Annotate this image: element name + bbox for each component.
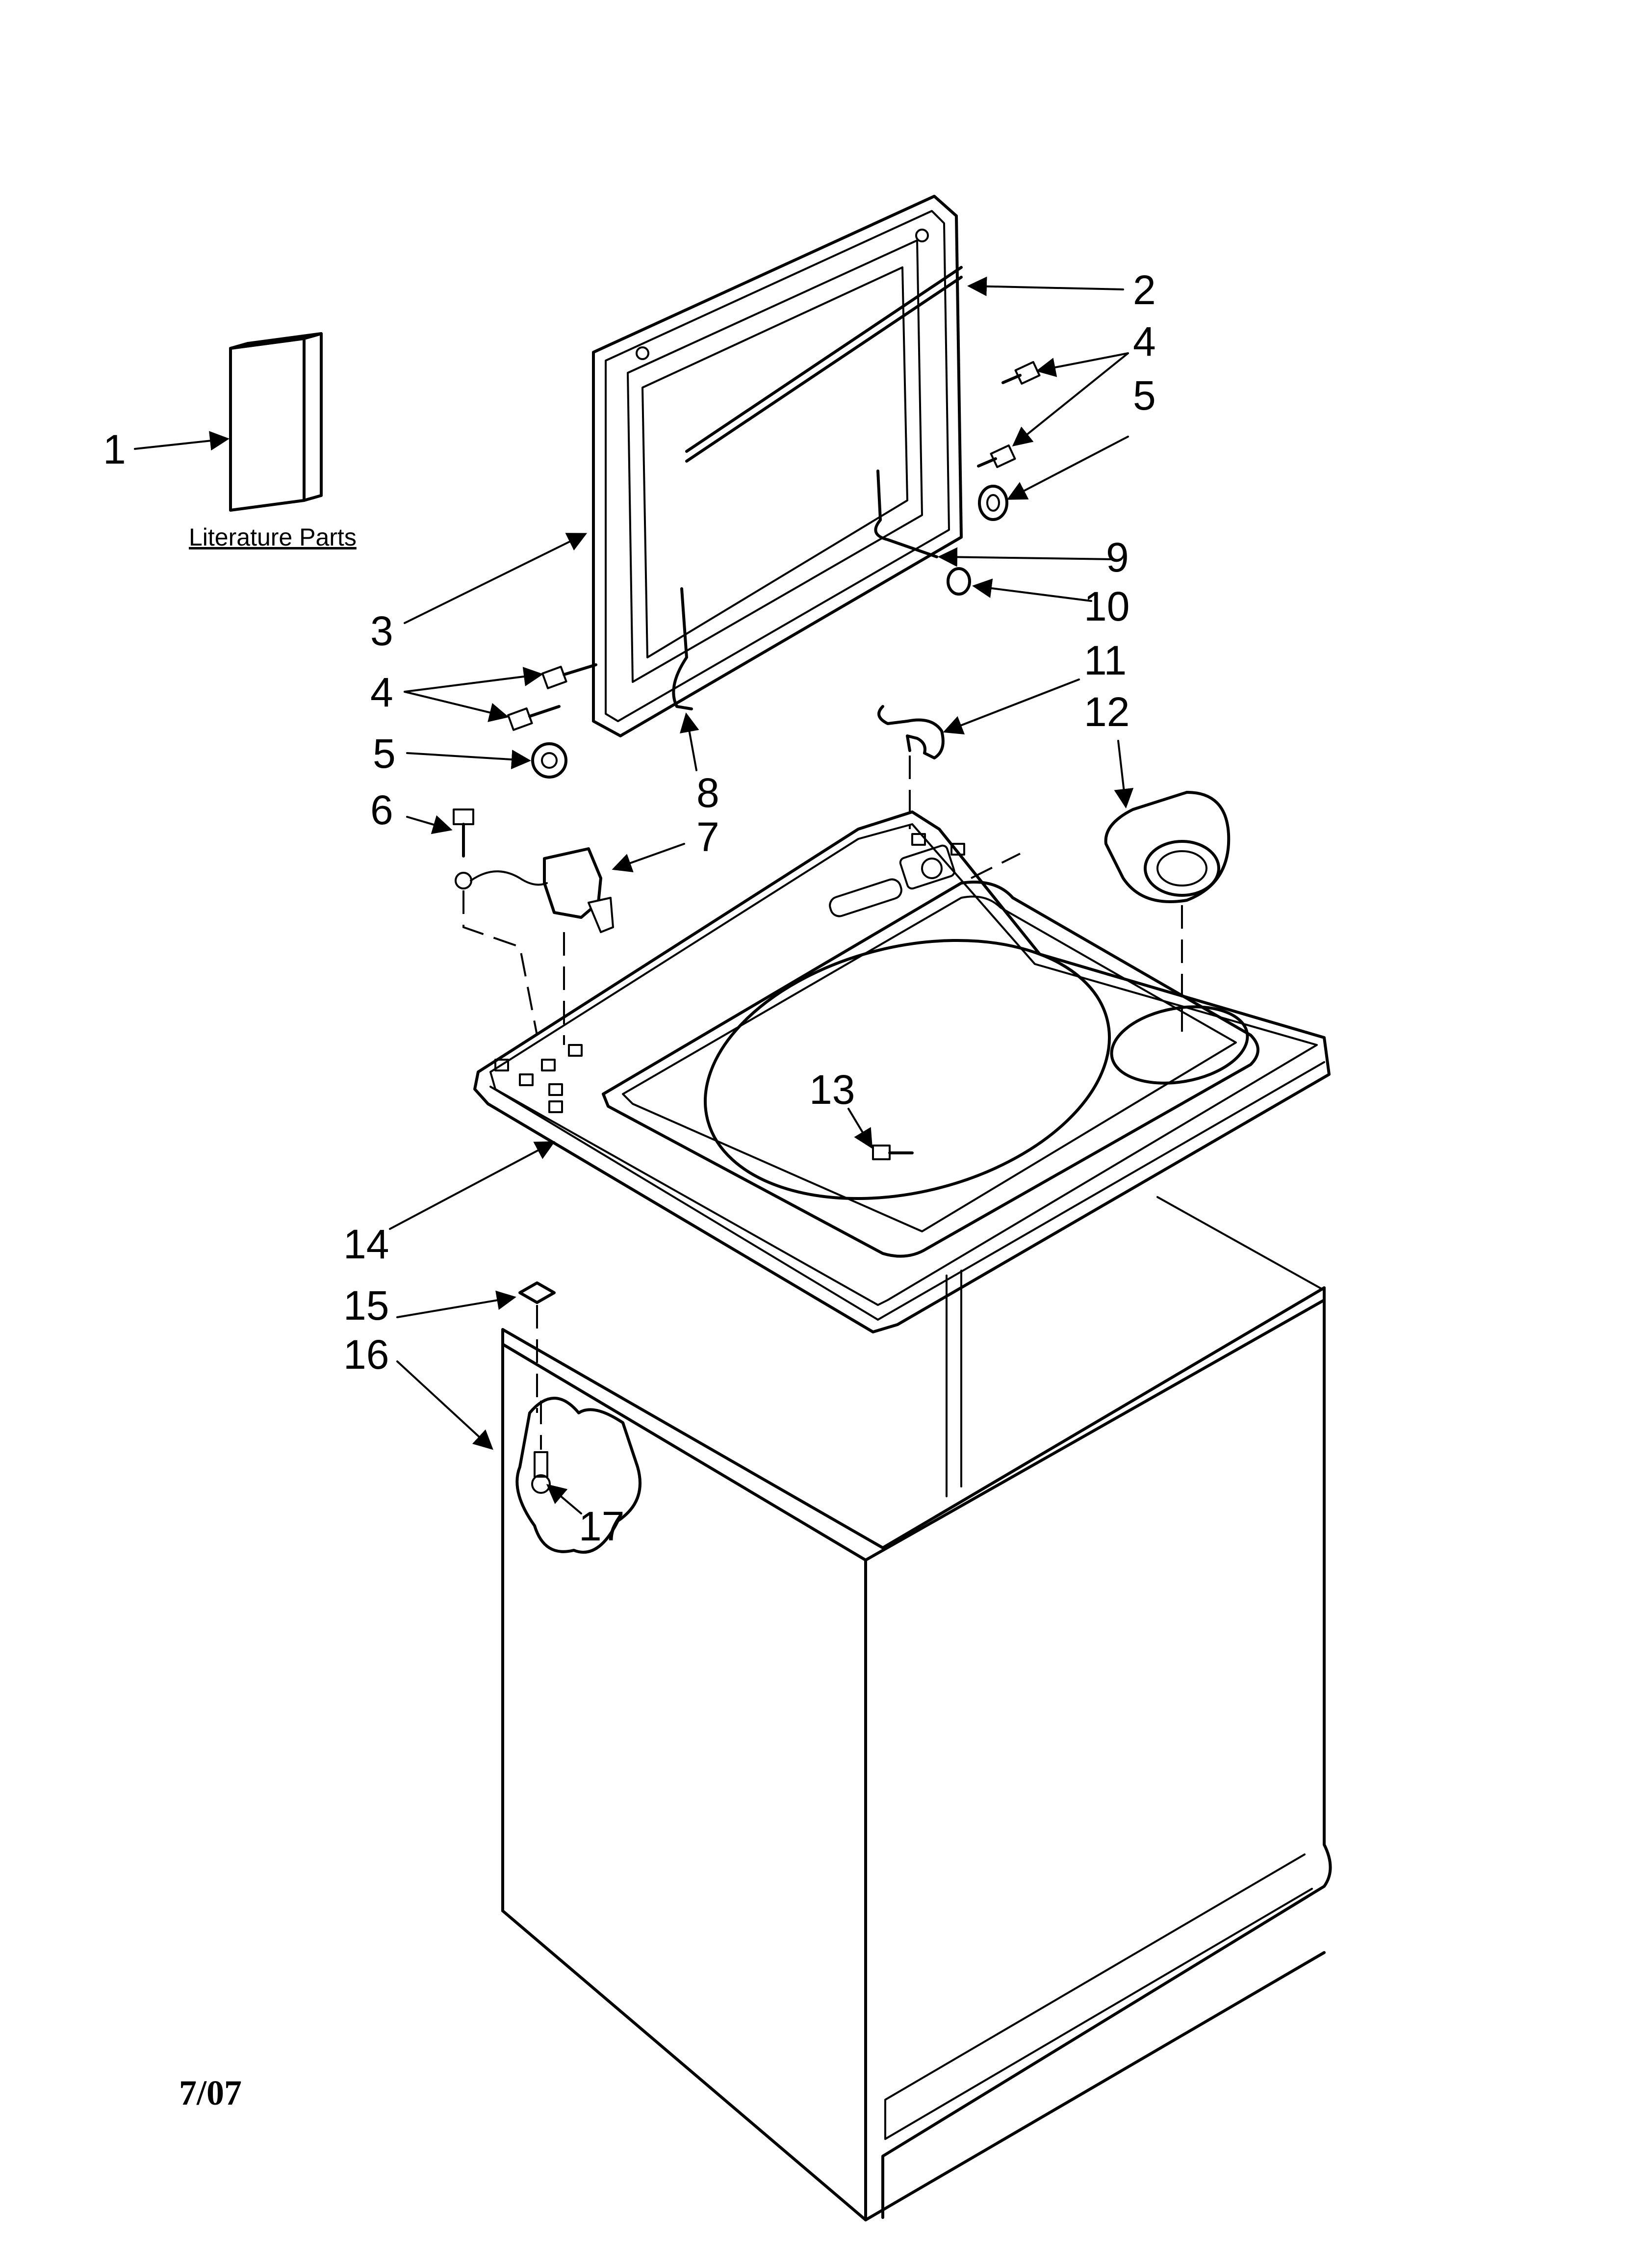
- assembly-guide-lines: [462, 756, 1183, 1450]
- lid-switch-icon: [470, 847, 614, 933]
- cabinet-screw-icon: [531, 1451, 551, 1494]
- callout-5-left: 5: [373, 730, 396, 777]
- callout-14: 14: [343, 1221, 389, 1267]
- callout-4-right: 4: [1133, 318, 1156, 365]
- callout-12: 12: [1084, 689, 1129, 735]
- callout-11: 11: [1084, 637, 1127, 683]
- callout-9: 9: [1106, 534, 1129, 580]
- lid-screw-icon: [541, 663, 597, 689]
- callout-13: 13: [809, 1067, 855, 1113]
- callout-3: 3: [370, 608, 393, 654]
- literature-booklet: [229, 332, 323, 512]
- callout-7: 7: [696, 814, 719, 860]
- callout-1: 1: [103, 426, 126, 472]
- cabinet-clip-icon: [518, 1281, 556, 1304]
- callout-16: 16: [343, 1331, 389, 1378]
- callout-2: 2: [1133, 267, 1156, 313]
- leader-lines: [134, 276, 1134, 1514]
- lid-screw-icon: [507, 705, 561, 731]
- callout-8: 8: [696, 770, 719, 816]
- top-clip-icon: [877, 705, 945, 759]
- callout-10: 10: [1084, 583, 1129, 629]
- callout-4-left: 4: [370, 669, 393, 715]
- bumper-icon: [531, 742, 567, 779]
- callout-17: 17: [579, 1503, 624, 1549]
- tub-screw-icon: [872, 1145, 914, 1160]
- date-code: 7/07: [179, 2073, 242, 2112]
- bumper-icon: [978, 485, 1008, 521]
- callout-15: 15: [343, 1282, 389, 1329]
- top-cover: [473, 810, 1331, 1333]
- right-hardware: [947, 361, 1041, 596]
- lid-screw-icon: [977, 444, 1016, 469]
- callout-labels: 1 2 3 4 4 5 5 6 7 8 9 10 11 12 13 14 15 …: [103, 267, 1156, 1549]
- literature-parts-label: Literature Parts: [189, 523, 357, 551]
- callout-5-right: 5: [1133, 372, 1156, 418]
- callout-6: 6: [370, 787, 393, 833]
- lid-screw-icon: [1001, 361, 1041, 385]
- cabinet: [501, 1196, 1332, 2221]
- bleach-dispenser-icon: [1104, 791, 1231, 903]
- lid-assembly: [592, 195, 963, 737]
- cap-icon: [947, 567, 971, 596]
- ground-screw-icon: [453, 808, 474, 889]
- left-hardware: [453, 663, 614, 933]
